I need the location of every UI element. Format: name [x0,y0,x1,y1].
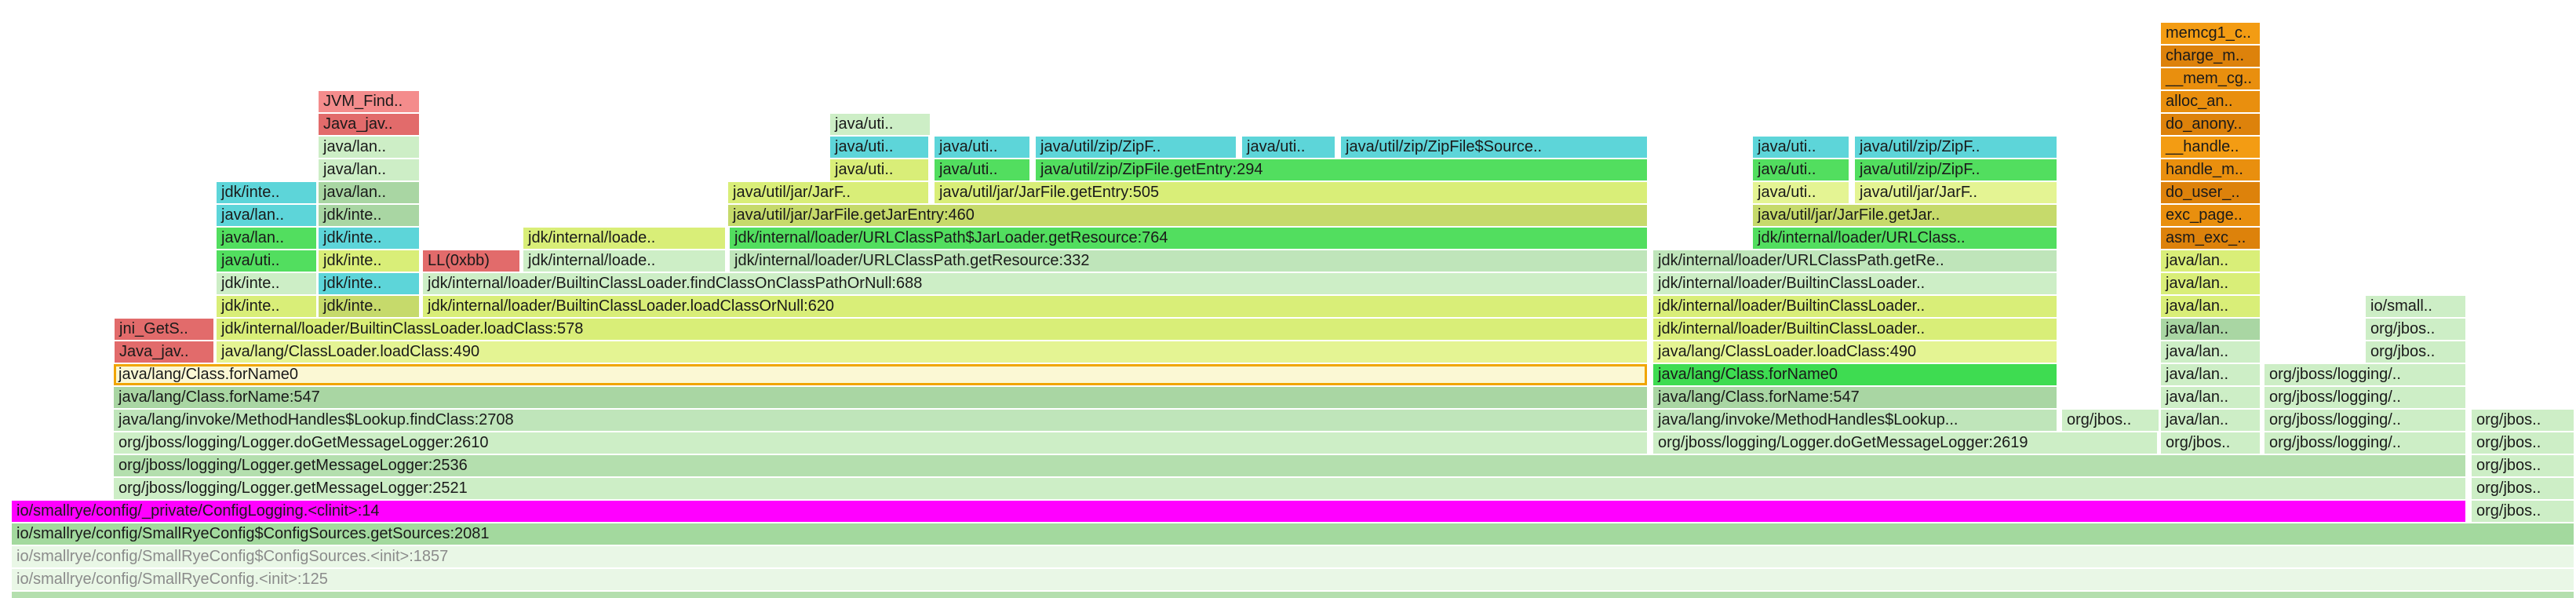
frame-cell[interactable]: java/lang/ClassLoader.loadClass:490 [1653,341,2057,363]
frame-cell[interactable]: java/lan.. [2161,387,2260,408]
frame-cell[interactable]: org/jboss/logging/.. [2264,432,2465,454]
frame-cell[interactable]: do_anony.. [2161,114,2260,135]
frame-cell[interactable]: jdk/internal/loader/URLClassPath.getRe.. [1653,250,2057,272]
frame-cell[interactable]: java/lang/invoke/MethodHandles$Lookup... [1653,410,2057,431]
frame-cell[interactable]: java/lan.. [217,228,316,249]
frame-cell[interactable]: org/jboss/logging/Logger.getMessageLogge… [114,455,2465,476]
frame-cell[interactable]: java/uti.. [1753,159,1849,180]
frame-cell[interactable]: jdk/inte.. [319,250,419,272]
frame-cell[interactable]: java/lang/invoke/MethodHandles$Lookup.fi… [114,410,1647,431]
frame-cell[interactable]: java/lan.. [2161,364,2260,385]
frame-cell[interactable]: org/jbos.. [2472,455,2574,476]
frame-cell[interactable]: jdk/inte.. [217,182,316,203]
frame-cell[interactable]: charge_m.. [2161,46,2260,67]
frame-cell[interactable]: java/util/jar/JarFile.getJarEntry:460 [728,205,1647,226]
frame-cell[interactable]: java/util/jar/JarFile.getEntry:505 [935,182,1647,203]
frame-cell[interactable]: java/lan.. [319,159,419,180]
frame-cell[interactable]: org/jboss/logging/.. [2264,387,2465,408]
frame-cell[interactable]: io/smallrye/config/SmallRyeConfig.<init>… [12,569,2574,590]
frame-cell[interactable]: jdk/internal/loader/BuiltinClassLoader.. [1653,296,2057,317]
frame-cell[interactable]: org/jbos.. [2472,478,2574,499]
frame-cell[interactable]: jdk/inte.. [217,296,316,317]
frame-cell[interactable]: LL(0xbb) [423,250,519,272]
frame-cell[interactable]: java/lan.. [2161,250,2260,272]
frame-cell[interactable]: java/util/jar/JarFile.getJar.. [1753,205,2057,226]
frame-cell[interactable]: java/uti.. [830,137,928,158]
frame-cell[interactable]: java/lang/Class.forName0 [114,364,1647,385]
frame-cell[interactable]: org/jbos.. [2472,432,2574,454]
frame-cell[interactable] [12,592,2574,598]
frame-cell[interactable]: java/uti.. [935,137,1029,158]
frame-cell[interactable]: java/uti.. [935,159,1029,180]
frame-cell[interactable]: io/smallrye/config/SmallRyeConfig$Config… [12,523,2574,545]
frame-cell[interactable]: jdk/internal/loader/BuiltinClassLoader.l… [217,319,1647,340]
frame-cell[interactable]: java/lang/Class.forName:547 [114,387,1647,408]
frame-cell[interactable]: org/jbos.. [2366,341,2465,363]
frame-cell[interactable]: jdk/inte.. [217,273,316,294]
frame-cell[interactable]: io/smallrye/config/_private/ConfigLoggin… [12,501,2465,522]
frame-cell[interactable]: java/lan.. [217,205,316,226]
frame-cell[interactable]: org/jboss/logging/.. [2264,410,2465,431]
frame-cell[interactable]: jdk/internal/loader/BuiltinClassLoader.f… [423,273,1647,294]
frame-cell[interactable]: org/jboss/logging/.. [2264,364,2465,385]
frame-cell[interactable]: java/util/zip/ZipF.. [1855,137,2057,158]
frame-cell[interactable]: java/lan.. [319,182,419,203]
frame-cell[interactable]: jdk/internal/loader/URLClassPath.getReso… [730,250,1647,272]
frame-cell[interactable]: java/util/zip/ZipFile.getEntry:294 [1036,159,1647,180]
frame-cell[interactable]: org/jbos.. [2161,432,2260,454]
frame-cell[interactable]: memcg1_c.. [2161,23,2260,44]
frame-cell[interactable]: io/smallrye/config/SmallRyeConfig$Config… [12,546,2574,567]
frame-cell[interactable]: alloc_an.. [2161,91,2260,112]
frame-cell[interactable]: org/jboss/logging/Logger.getMessageLogge… [114,478,2465,499]
frame-cell[interactable]: java/lan.. [2161,341,2260,363]
frame-cell[interactable]: jdk/internal/loader/BuiltinClassLoader.. [1653,273,2057,294]
frame-cell[interactable]: io/small.. [2366,296,2465,317]
frame-cell[interactable]: handle_m.. [2161,159,2260,180]
frame-cell[interactable]: java/uti.. [1753,182,1849,203]
frame-cell[interactable]: __mem_cg.. [2161,68,2260,89]
frame-cell[interactable]: org/jboss/logging/Logger.doGetMessageLog… [1653,432,2157,454]
frame-cell[interactable]: org/jbos.. [2472,501,2574,522]
frame-cell[interactable]: org/jboss/logging/Logger.doGetMessageLog… [114,432,1647,454]
frame-cell[interactable]: jdk/inte.. [319,273,419,294]
frame-cell[interactable]: jdk/inte.. [319,228,419,249]
frame-cell[interactable]: jdk/internal/loader/URLClass.. [1753,228,2057,249]
frame-cell[interactable]: org/jbos.. [2366,319,2465,340]
frame-cell[interactable]: do_user_.. [2161,182,2260,203]
frame-cell[interactable]: exc_page.. [2161,205,2260,226]
frame-cell[interactable]: java/uti.. [830,114,930,135]
frame-cell[interactable]: java/util/jar/JarF.. [728,182,928,203]
frame-cell[interactable]: java/lang/Class.forName:547 [1653,387,2057,408]
frame-cell[interactable]: jni_GetS.. [115,319,213,340]
frame-cell[interactable]: __handle.. [2161,137,2260,158]
frame-cell[interactable]: JVM_Find.. [319,91,419,112]
frame-cell[interactable]: java/lang/Class.forName0 [1653,364,2057,385]
frame-cell[interactable]: java/lan.. [319,137,419,158]
frame-cell[interactable]: jdk/internal/loader/BuiltinClassLoader.l… [423,296,1647,317]
frame-cell[interactable]: java/lan.. [2161,410,2260,431]
frame-cell[interactable]: Java_jav.. [115,341,213,363]
frame-cell[interactable]: java/util/zip/ZipF.. [1036,137,1236,158]
frame-cell[interactable]: java/lan.. [2161,273,2260,294]
frame-cell[interactable]: java/util/zip/ZipFile$Source.. [1341,137,1647,158]
frame-cell[interactable]: java/util/zip/ZipF.. [1855,159,2057,180]
frame-cell[interactable]: jdk/inte.. [319,296,419,317]
frame-cell[interactable]: jdk/internal/loade.. [523,228,725,249]
frame-cell[interactable]: jdk/inte.. [319,205,419,226]
frame-cell[interactable]: java/lang/ClassLoader.loadClass:490 [217,341,1647,363]
frame-cell[interactable]: java/lan.. [2161,319,2260,340]
frame-cell[interactable]: org/jbos.. [2472,410,2574,431]
frame-cell[interactable]: java/uti.. [1242,137,1335,158]
frame-cell[interactable]: jdk/internal/loader/URLClassPath$JarLoad… [730,228,1647,249]
frame-cell[interactable]: jdk/internal/loader/BuiltinClassLoader.. [1653,319,2057,340]
frame-cell[interactable]: org/jbos.. [2062,410,2159,431]
frame-cell[interactable]: jdk/internal/loade.. [523,250,725,272]
frame-cell[interactable]: java/lan.. [2161,296,2260,317]
frame-cell[interactable]: java/util/jar/JarF.. [1855,182,2057,203]
frame-cell[interactable]: Java_jav.. [319,114,419,135]
frame-cell[interactable]: java/uti.. [830,159,928,180]
frame-cell[interactable]: asm_exc_.. [2161,228,2260,249]
frame-cell[interactable]: java/uti.. [217,250,316,272]
frame-cell[interactable]: java/uti.. [1753,137,1849,158]
